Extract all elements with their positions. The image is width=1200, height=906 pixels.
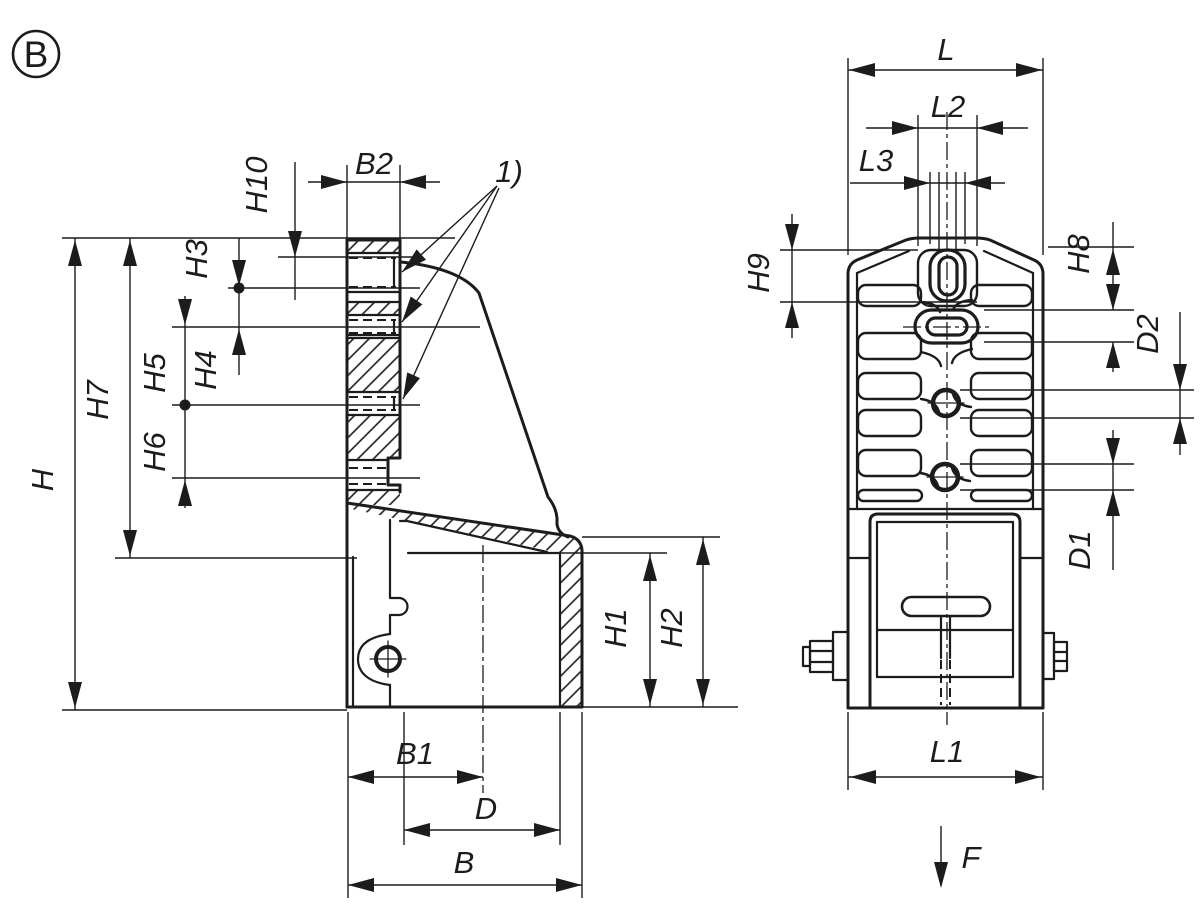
view-marker-circle (11, 29, 61, 79)
dim-label-h1: H1 (598, 608, 633, 648)
centerlines (482, 112, 991, 793)
hidden-lines (349, 257, 951, 705)
view-marker-label: B (24, 34, 49, 75)
front-view-geometry (801, 236, 1069, 710)
dim-label-h3: H3 (179, 239, 214, 279)
dim-label-l1: L1 (930, 734, 964, 769)
dim-label-h7: H7 (80, 378, 115, 419)
dim-label-h5: H5 (137, 352, 172, 392)
dim-label-h8: H8 (1061, 233, 1096, 273)
dimension-lines (62, 58, 1194, 898)
dim-label-b1: B1 (396, 736, 434, 771)
dim-label-h6: H6 (137, 431, 172, 471)
side-view-geometry (345, 238, 584, 709)
dim-label-b: B (454, 845, 475, 880)
section-hatching (347, 240, 582, 707)
dim-label-l2: L2 (931, 89, 965, 124)
dim-label-h: H (25, 468, 60, 491)
note-reference-label: 1) (495, 154, 523, 189)
dim-label-d2: D2 (1130, 314, 1165, 354)
dim-label-l3: L3 (859, 143, 893, 178)
dim-label-h10: H10 (239, 157, 274, 214)
dim-label-h4: H4 (188, 350, 223, 390)
dim-label-h2: H2 (654, 608, 689, 648)
dimension-labels: H H7 H5 H6 H3 H4 H10 B2 1) H1 H2 B1 D B … (25, 32, 1165, 880)
dimension-arrows (68, 63, 1187, 892)
force-label: F (962, 840, 983, 875)
dim-label-d: D (475, 791, 497, 826)
view-marker: B (11, 29, 61, 79)
dim-label-l: L (937, 32, 954, 67)
dim-label-b2: B2 (355, 146, 393, 181)
grip-pattern (856, 283, 1034, 503)
dim-label-h9: H9 (741, 253, 776, 293)
dim-label-d1: D1 (1062, 530, 1097, 570)
